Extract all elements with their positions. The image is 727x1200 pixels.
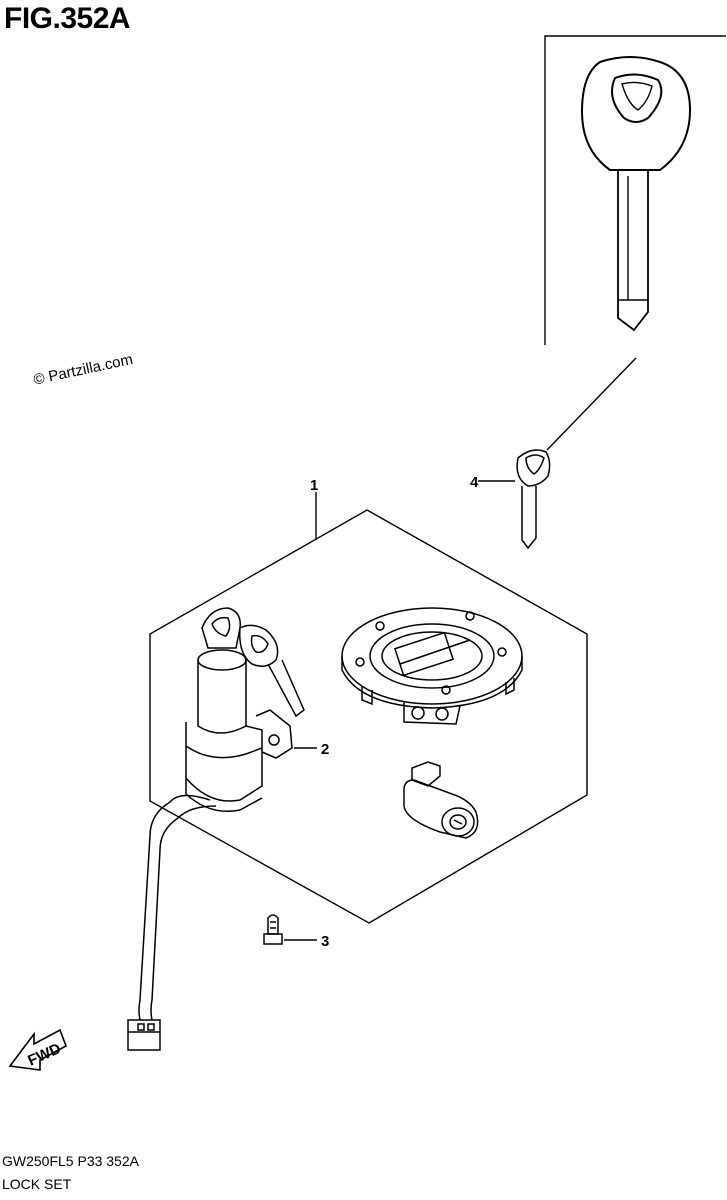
footer-model-code: GW250FL5 P33 352A: [2, 1153, 139, 1169]
fwd-label: FWD: [25, 1040, 63, 1069]
callout-3: 3: [321, 933, 329, 950]
fuel-cap-lock: [341, 607, 523, 725]
callout-2: 2: [321, 741, 329, 758]
footer-group-name: LOCK SET: [2, 1176, 72, 1192]
seat-lock-cylinder: [403, 761, 479, 839]
screw-part-3: [263, 914, 317, 945]
callout-4: 4: [470, 474, 479, 491]
ignition-switch-part-2: [127, 607, 317, 1051]
fwd-arrow-icon: [8, 1028, 67, 1071]
callout-1: 1: [310, 477, 318, 494]
key-detail-inset: [544, 35, 726, 451]
key-blank-part-4: [478, 449, 551, 550]
figure-title: FIG.352A: [4, 2, 131, 35]
lock-set-boundary: [149, 492, 588, 924]
